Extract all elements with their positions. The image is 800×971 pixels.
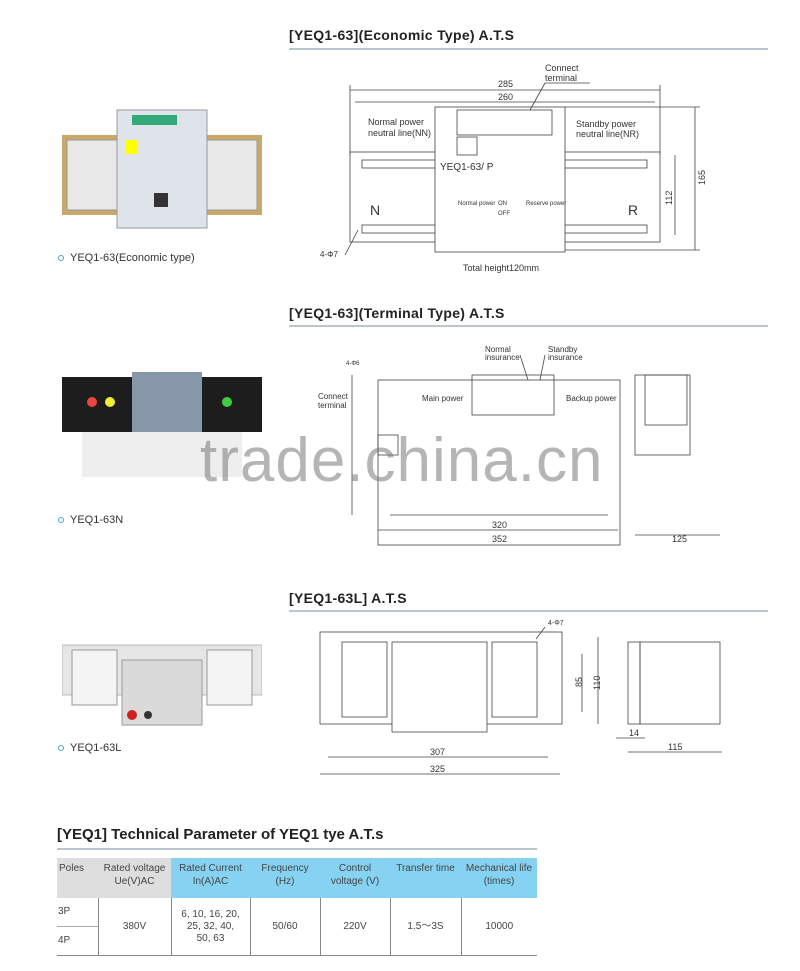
header-rated-voltage: Rated voltage Ue(V)AC <box>98 858 171 898</box>
product-photo-terminal <box>62 372 262 477</box>
dim-85: 85 <box>574 677 584 687</box>
label-n: N <box>370 202 380 218</box>
label-standby-insurance-2: insurance <box>548 353 583 362</box>
dimension-drawing-economic: Connect terminal 285 260 Normal power ne… <box>320 63 707 273</box>
table-title-rule <box>57 848 537 850</box>
label-r: R <box>628 202 638 218</box>
dim-320: 320 <box>492 520 507 530</box>
label-connect-terminal: Connect <box>318 392 349 401</box>
cell-rated-current: 6, 10, 16, 20, 25, 32, 40, 50, 63 <box>170 898 250 956</box>
cell-mechanical-life: 10000 <box>460 898 537 956</box>
header-control-voltage: Control voltage (V) <box>320 858 390 898</box>
section-heading-economic: [YEQ1-63](Economic Type) A.T.S <box>289 27 515 43</box>
label-hole: 4-Φ7 <box>548 620 564 627</box>
caption-terminal: YEQ1-63N <box>58 514 123 526</box>
cell-poles-3p: 3P <box>57 898 98 927</box>
dim-125: 125 <box>672 534 687 544</box>
label-normal-insurance: Normal <box>485 345 511 354</box>
dimension-drawing-terminal: Normal insurance Standby insurance 4-Φ6 … <box>318 345 720 546</box>
dim-115: 115 <box>668 742 682 752</box>
label-main-power: Main power <box>422 394 464 403</box>
dim-285: 285 <box>498 79 513 89</box>
dim-14: 14 <box>629 728 639 738</box>
label-connect-terminal-2: terminal <box>545 73 577 83</box>
caption-economic: YEQ1-63(Economic type) <box>58 252 195 264</box>
dim-307: 307 <box>430 747 445 757</box>
section-heading-63l: [YEQ1-63L] A.T.S <box>289 590 407 606</box>
heading-rule <box>289 610 768 612</box>
label-on: ON <box>498 201 507 207</box>
caption-63l: YEQ1-63L <box>58 742 121 754</box>
label-normal-insurance-2: insurance <box>485 353 520 362</box>
label-hole: 4-Φ7 <box>320 250 338 259</box>
cell-control-voltage: 220V <box>319 898 390 956</box>
header-mechanical-life: Mechanical life (times) <box>461 858 537 898</box>
header-transfer-time: Transfer time <box>390 858 461 898</box>
header-rated-current: Rated Current In(A)AC <box>171 858 250 898</box>
label-connect-terminal-2: terminal <box>318 401 347 410</box>
table-title: [YEQ1] Technical Parameter of YEQ1 tye A… <box>57 826 384 843</box>
label-normal-neutral: Normal power <box>368 117 424 127</box>
dimension-drawing-63l: 4-Φ7 85 110 307 325 14 115 <box>319 620 722 775</box>
label-hole: 4-Φ6 <box>346 361 360 367</box>
table-row: 4P <box>57 926 537 956</box>
label-total-height: Total height120mm <box>463 263 539 273</box>
technical-parameter-table: Poles Rated voltage Ue(V)AC Rated Curren… <box>57 858 537 956</box>
label-standby-insurance: Standby <box>548 345 577 354</box>
label-connect-terminal: Connect <box>545 63 579 73</box>
label-reserve-power: Reserve power <box>526 201 566 207</box>
label-off: OFF <box>498 211 510 217</box>
cell-rated-voltage: 380V <box>97 898 171 956</box>
table-header-row: Poles Rated voltage Ue(V)AC Rated Curren… <box>57 858 537 898</box>
dim-165: 165 <box>697 170 707 185</box>
heading-rule <box>289 325 768 327</box>
cell-transfer-time: 1.5～3S <box>389 898 461 956</box>
dim-325: 325 <box>430 764 445 774</box>
product-photo-economic <box>62 109 262 229</box>
dim-112: 112 <box>664 191 674 205</box>
section-heading-terminal: [YEQ1-63](Terminal Type) A.T.S <box>289 305 505 321</box>
dim-110: 110 <box>592 676 602 690</box>
cell-frequency: 50/60 <box>249 898 320 956</box>
header-poles: Poles <box>57 858 98 898</box>
label-standby-neutral: Standby power <box>576 119 636 129</box>
dim-260: 260 <box>498 92 513 102</box>
label-normal-power: Normal power <box>458 201 495 207</box>
watermark: trade.china.cn <box>200 426 604 495</box>
dim-352: 352 <box>492 534 507 544</box>
heading-rule <box>289 48 768 50</box>
product-photo-63l <box>62 644 262 726</box>
header-frequency: Frequency (Hz) <box>250 858 320 898</box>
cell-poles-4p: 4P <box>57 926 98 956</box>
label-backup-power: Backup power <box>566 394 617 403</box>
model-label: YEQ1-63/ P <box>440 162 494 173</box>
table-row: 3P 380V 6, 10, 16, 20, 25, 32, 40, 50, 6… <box>57 898 537 956</box>
label-normal-neutral-2: neutral line(NN) <box>368 128 431 138</box>
label-standby-neutral-2: neutral line(NR) <box>576 129 639 139</box>
